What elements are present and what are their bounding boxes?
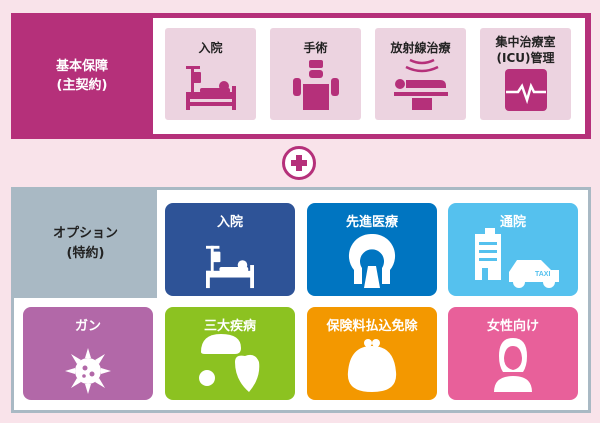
option-item-three-major-diseases: 三大疾病 [165,307,295,400]
option-coverage-label: オプション (特約) [14,190,157,298]
item-label: 三大疾病 [203,319,256,334]
item-label: 放射線治療 [390,41,451,55]
basic-coverage-label: 基本保障 (主契約) [11,13,153,139]
label-line: オプション [52,226,118,241]
basic-item-surgery: 手術 [270,28,361,120]
cancer-cell-icon [65,348,111,394]
heart-monitor-icon [504,69,547,111]
item-label: ガン [74,319,101,334]
label-line: 基本保障 [55,59,108,74]
item-label: 入院 [216,215,243,230]
option-item-hospitalization: 入院 [165,203,295,296]
item-label: 保険料払込免除 [326,319,418,334]
surgeon-icon [292,60,339,110]
brain-heart-icon [199,334,260,392]
coin-purse-icon [347,339,397,392]
option-item-for-women: 女性向け [448,307,578,400]
hospital-taxi-icon: TAXI [475,228,559,288]
option-coverage-panel: オプション (特約) 入院 先進医療 通院 TAXI ガン 三大疾病 保険料払込免… [11,187,591,413]
option-item-cancer: ガン [23,307,153,400]
woman-icon [494,338,532,392]
item-label: 入院 [198,41,223,55]
option-item-outpatient: 通院 TAXI [448,203,578,296]
item-label: 集中治療室 [495,35,556,49]
hospital-bed-icon [185,66,236,110]
basic-coverage-items: 入院 手術 放射線治療 集中治療室 (ICU)管理 [153,18,585,134]
hospital-bed-icon [206,245,254,289]
label-line: (主契約) [56,78,108,93]
basic-item-icu: 集中治療室 (ICU)管理 [480,28,571,120]
label-line: (特約) [66,246,105,261]
item-label: 女性向け [486,319,539,334]
taxi-sign: TAXI [535,271,550,278]
option-item-advanced-medical: 先進医療 [307,203,437,296]
plus-icon [282,146,316,180]
item-label: 通院 [499,215,526,230]
item-label: 手術 [303,41,328,55]
item-label: (ICU)管理 [496,51,555,65]
basic-item-hospitalization: 入院 [165,28,256,120]
option-item-premium-waiver: 保険料払込免除 [307,307,437,400]
radiation-therapy-icon [393,58,448,110]
basic-item-radiation: 放射線治療 [375,28,466,120]
item-label: 先進医療 [345,215,398,230]
basic-coverage-panel: 基本保障 (主契約) 入院 手術 放射線治療 集中治療室 (ICU)管理 [11,13,591,139]
mri-scanner-icon [348,233,396,288]
